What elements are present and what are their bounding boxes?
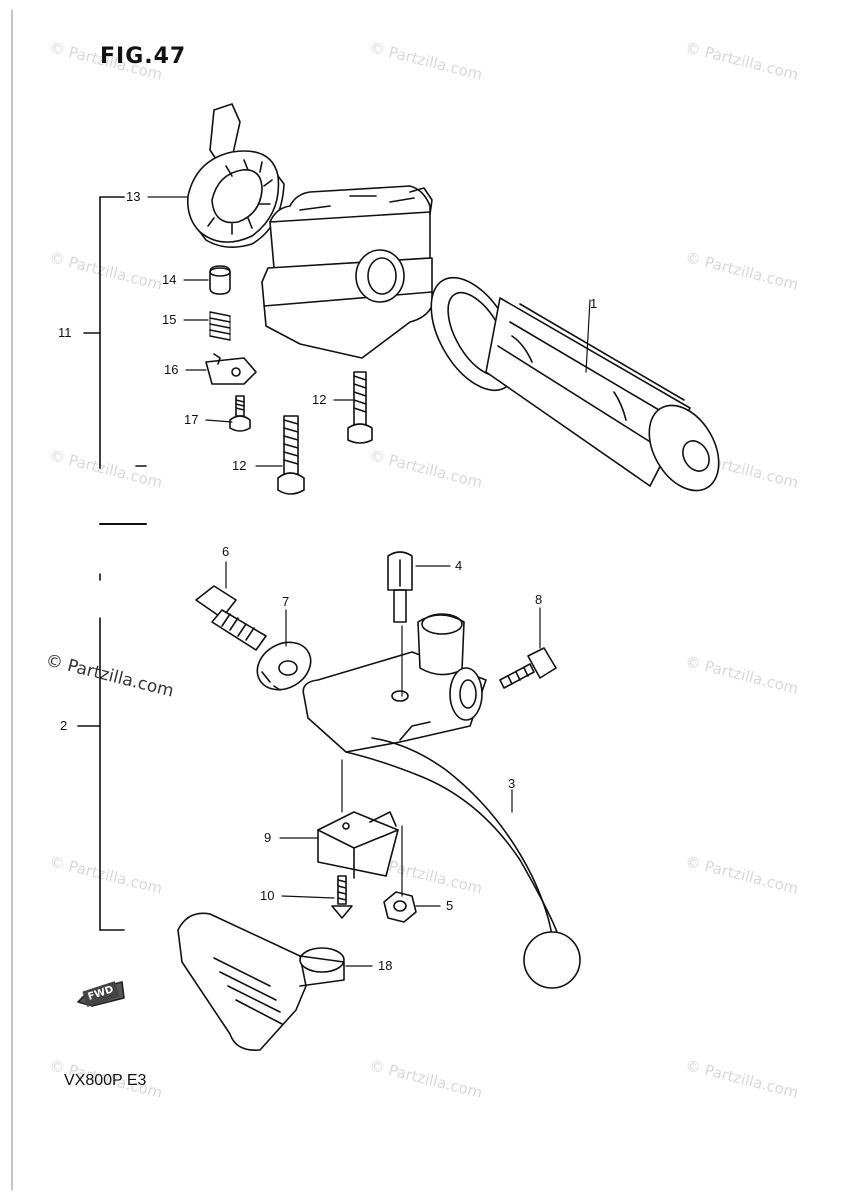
callout-11: 11 (58, 325, 72, 340)
model-code: VX800P E3 (64, 1072, 147, 1089)
part-9-clutch-switch (317, 811, 399, 879)
callout-18: 18 (378, 958, 393, 973)
leader-lines (147, 196, 591, 967)
handlebar-switch-housing (261, 185, 433, 359)
part-15-spring (209, 311, 231, 341)
part-12-screw-short (347, 371, 373, 444)
callout-2: 2 (60, 718, 68, 733)
part-10-screw (331, 875, 353, 919)
part-18-cable-guide (177, 912, 345, 1051)
callout-17: 17 (184, 412, 199, 427)
callout-14: 14 (162, 272, 177, 287)
part-4-bolt (387, 551, 413, 623)
callout-5: 5 (446, 898, 454, 913)
callout-15: 15 (162, 312, 177, 327)
part-6-adjuster-bolt (195, 585, 267, 651)
part-8-screw (499, 647, 557, 689)
callout-12-long: 12 (232, 458, 247, 473)
part-14-cap (209, 265, 231, 295)
part-3-clutch-lever (302, 613, 581, 989)
callout-16: 16 (164, 362, 179, 377)
part-7-locknut (256, 641, 312, 691)
callout-1: 1 (590, 296, 598, 311)
callout-13: 13 (126, 189, 141, 204)
callout-10: 10 (260, 888, 275, 903)
part-12-screw-long (277, 415, 305, 495)
callout-4: 4 (455, 558, 463, 573)
part-5-nut (383, 891, 417, 923)
bracket-11 (83, 196, 147, 469)
figure-title: FIG.47 (100, 44, 187, 69)
callout-9: 9 (264, 830, 272, 845)
part-17-screw (229, 395, 251, 432)
callout-6: 6 (222, 544, 230, 559)
part-13-throttle-pulley (186, 103, 285, 248)
callout-12-short: 12 (312, 392, 327, 407)
part-1-grip (430, 276, 720, 492)
callout-7: 7 (282, 594, 290, 609)
part-16-plate (205, 353, 257, 385)
callout-8: 8 (535, 592, 543, 607)
callout-3: 3 (508, 776, 516, 791)
bracket-2 (77, 573, 125, 931)
